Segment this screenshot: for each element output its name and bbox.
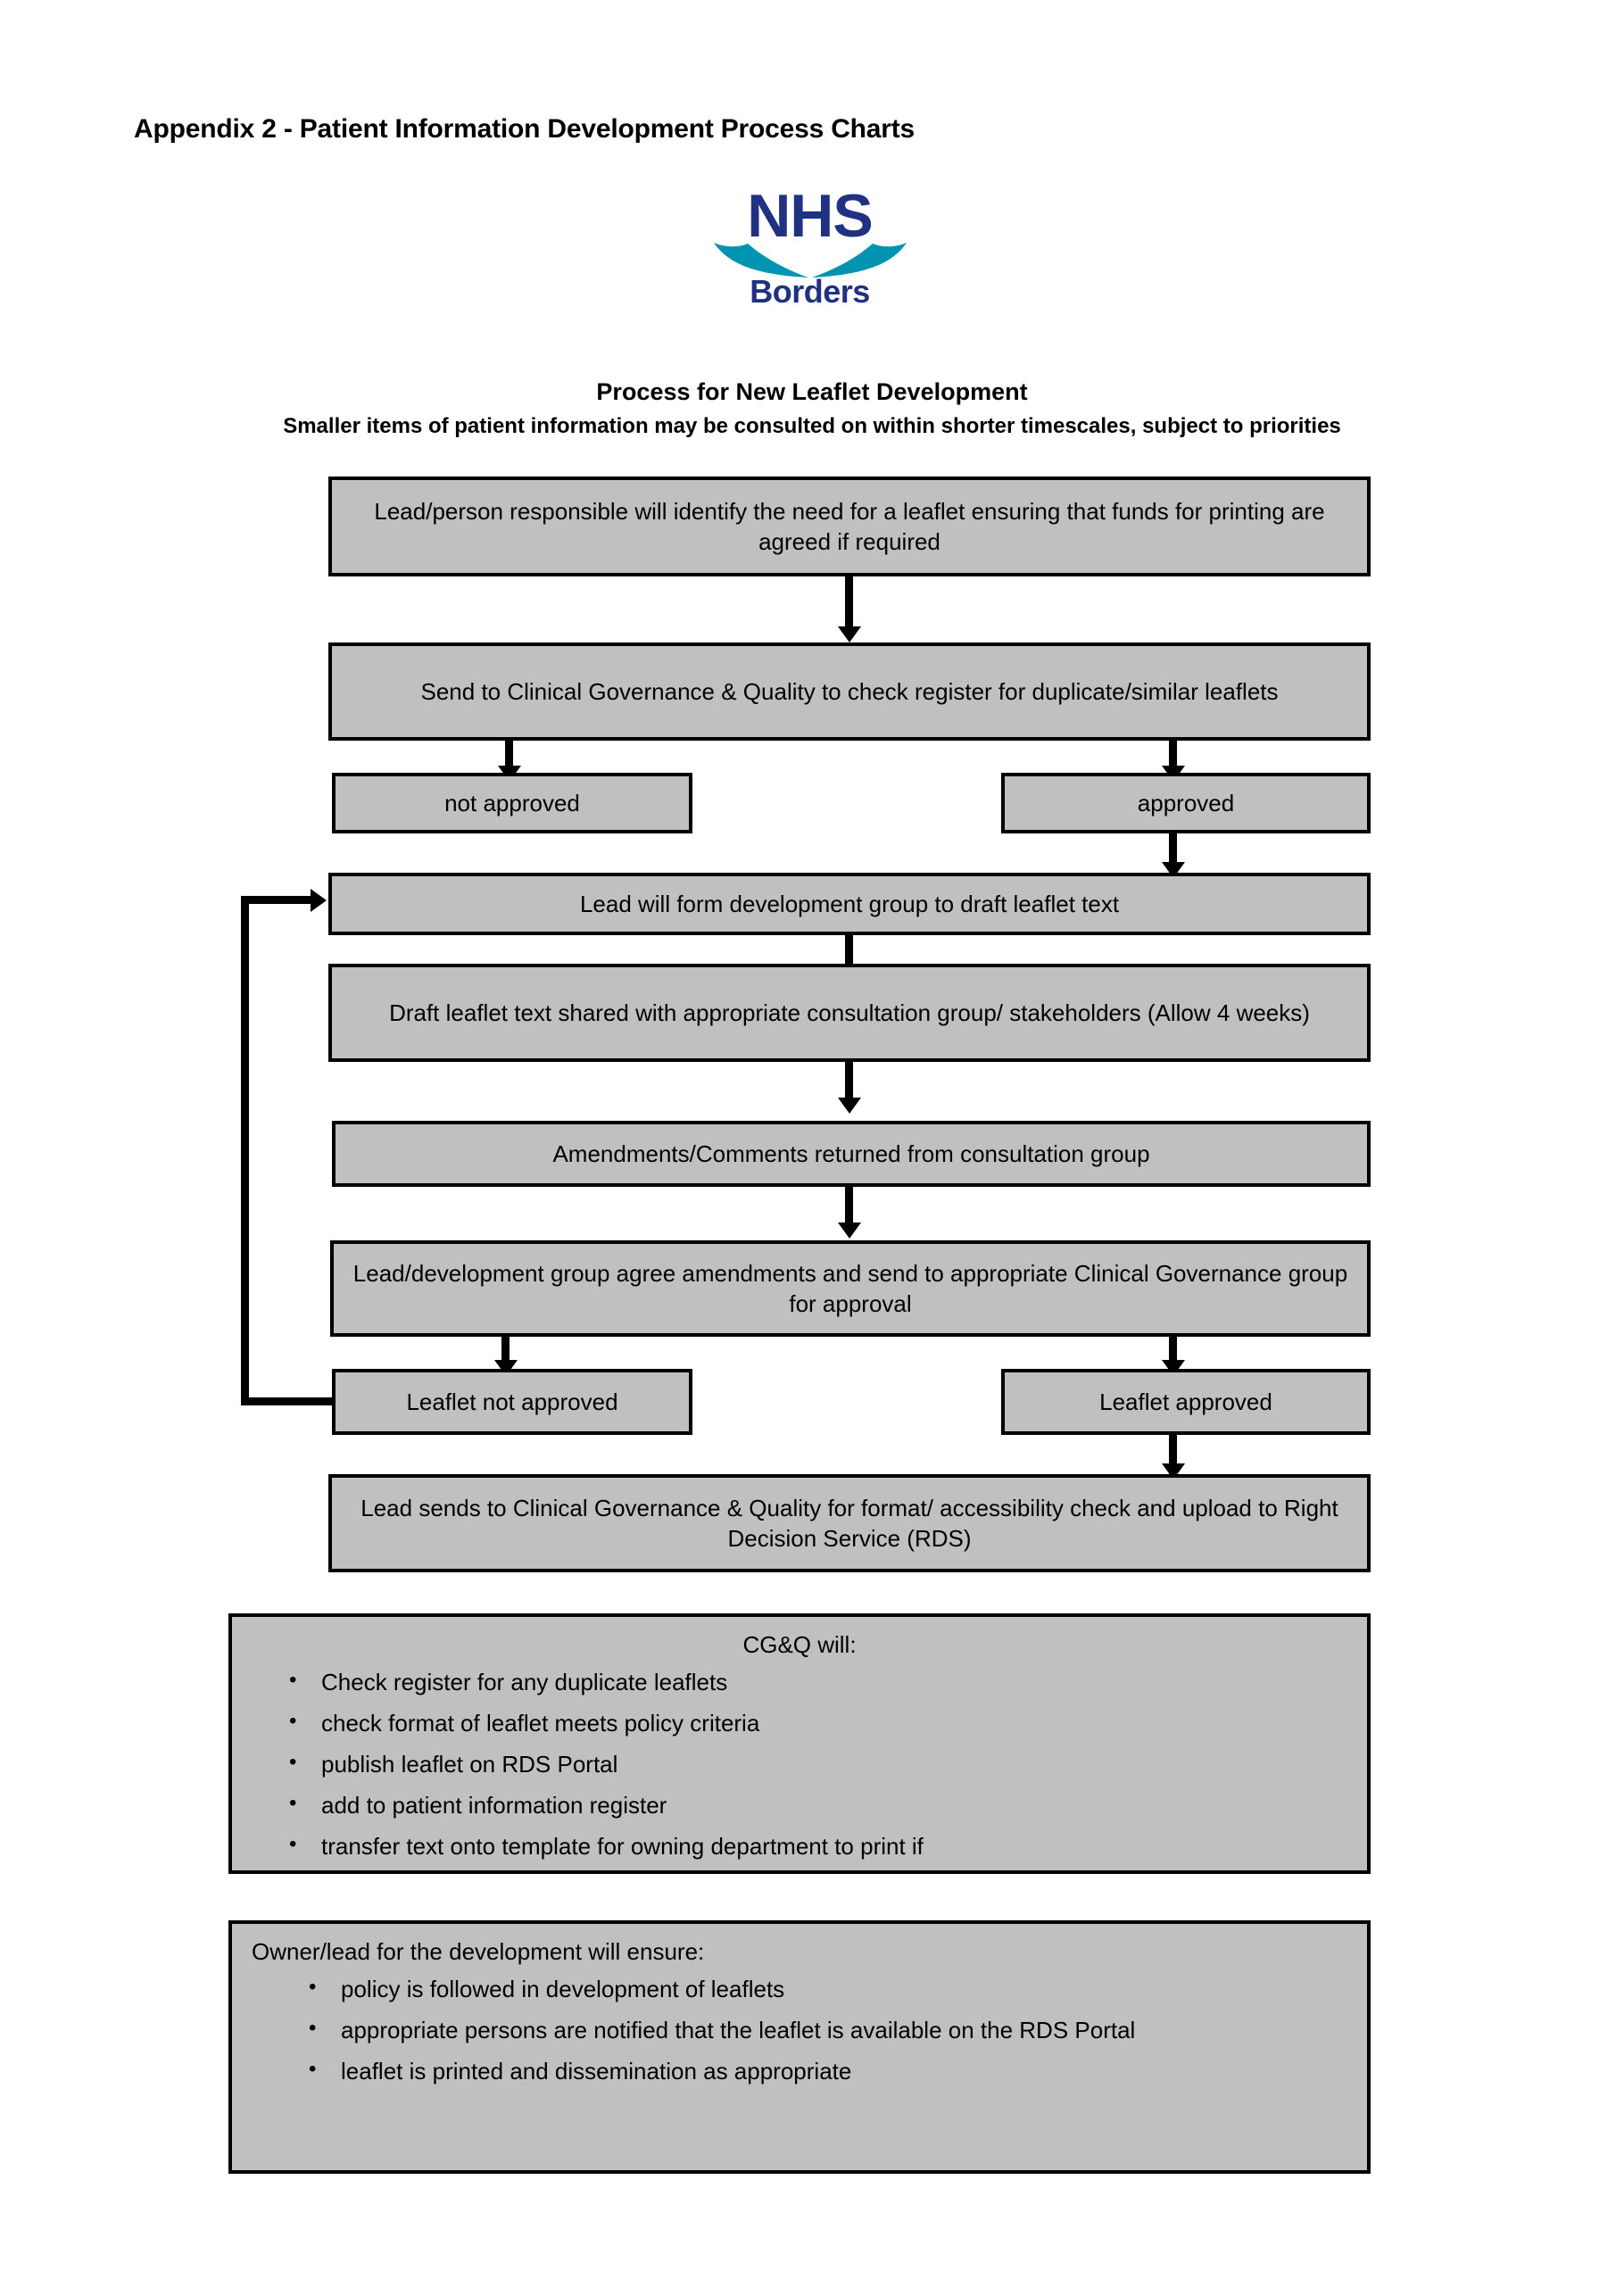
cgq-note-list: Check register for any duplicate leaflet… <box>252 1665 1347 1861</box>
arrow-n6-n7-icon <box>838 1098 861 1114</box>
flow-node-approved: approved <box>1001 773 1371 833</box>
flow-node-label: Lead sends to Clinical Governance & Qual… <box>360 1495 1338 1552</box>
flow-node-draft-shared-consultation: Draft leaflet text shared with appropria… <box>328 964 1371 1062</box>
flow-node-not-approved: not approved <box>332 773 692 833</box>
flow-node-label: Leaflet approved <box>1099 1388 1272 1415</box>
owner-lead-note-title: Owner/lead for the development will ensu… <box>252 1938 705 1965</box>
arrow-n1-n2-icon <box>838 626 861 642</box>
page-title: Appendix 2 - Patient Information Develop… <box>134 114 916 144</box>
arrow-loop-to-n5-icon <box>311 889 327 912</box>
process-heading: Process for New Leaflet Development <box>596 378 1028 405</box>
list-item: check format of leaflet meets policy cri… <box>289 1706 1347 1738</box>
connector-loop-top <box>241 896 312 904</box>
flow-node-label: Send to Clinical Governance & Quality to… <box>420 678 1279 705</box>
connector-loop-bottom <box>241 1397 334 1405</box>
flow-node-form-development-group: Lead will form development group to draf… <box>328 873 1371 935</box>
list-item: add to patient information register <box>289 1788 1347 1820</box>
flow-node-label: not approved <box>444 790 580 816</box>
list-item: leaflet is printed and dissemination as … <box>309 2054 1347 2086</box>
flow-node-amendments-returned: Amendments/Comments returned from consul… <box>332 1121 1371 1187</box>
connector-n8-n9 <box>501 1337 510 1367</box>
flow-node-leaflet-not-approved: Leaflet not approved <box>332 1369 692 1435</box>
connector-n2-n4 <box>1169 741 1177 773</box>
flow-node-label: Amendments/Comments returned from consul… <box>552 1140 1150 1167</box>
connector-loop-vertical <box>241 896 249 1405</box>
flow-node-label: approved <box>1137 790 1235 816</box>
flow-node-agree-amendments: Lead/development group agree amendments … <box>330 1240 1371 1337</box>
nhs-wordmark: NHS <box>747 182 874 250</box>
owner-lead-note-box: Owner/lead for the development will ensu… <box>228 1920 1371 2174</box>
connector-n7-n8 <box>845 1187 853 1230</box>
list-item: policy is followed in development of lea… <box>309 1972 1347 2004</box>
list-item: appropriate persons are notified that th… <box>309 2013 1347 2045</box>
flow-node-label: Lead/person responsible will identify th… <box>374 498 1325 555</box>
owner-lead-note-list: policy is followed in development of lea… <box>252 1972 1347 2086</box>
list-item: transfer text onto template for owning d… <box>289 1829 1347 1861</box>
nhs-borders-logo: NHS Borders <box>705 186 915 311</box>
cgq-note-box: CG&Q will: Check register for any duplic… <box>228 1613 1371 1874</box>
connector-n8-n10 <box>1169 1337 1177 1367</box>
flow-node-identify-need: Lead/person responsible will identify th… <box>328 477 1371 576</box>
connector-n10-n11 <box>1169 1435 1177 1474</box>
flow-node-label: Lead/development group agree amendments … <box>352 1260 1348 1317</box>
flow-node-leaflet-approved: Leaflet approved <box>1001 1369 1371 1435</box>
nhs-borders-wordmark: Borders <box>750 273 870 310</box>
flow-node-label: Draft leaflet text shared with appropria… <box>389 999 1310 1026</box>
flow-node-label: Leaflet not approved <box>406 1388 618 1415</box>
connector-n4-n5 <box>1169 833 1177 873</box>
connector-n6-n7 <box>845 1062 853 1105</box>
flow-node-send-to-cgq: Send to Clinical Governance & Quality to… <box>328 642 1371 741</box>
nhs-swoosh-icon <box>714 243 907 278</box>
list-item: Check register for any duplicate leaflet… <box>289 1665 1347 1697</box>
connector-n5-n6 <box>845 935 853 980</box>
connector-n2-n3 <box>505 741 513 773</box>
flow-node-label: Lead will form development group to draf… <box>579 891 1120 917</box>
flow-node-send-for-format-check: Lead sends to Clinical Governance & Qual… <box>328 1474 1371 1572</box>
cgq-note-title: CG&Q will: <box>742 1631 857 1658</box>
arrow-n7-n8-icon <box>838 1223 861 1239</box>
connector-n1-n2 <box>845 576 853 634</box>
process-subheading: Smaller items of patient information may… <box>283 414 1341 438</box>
list-item: publish leaflet on RDS Portal <box>289 1747 1347 1779</box>
